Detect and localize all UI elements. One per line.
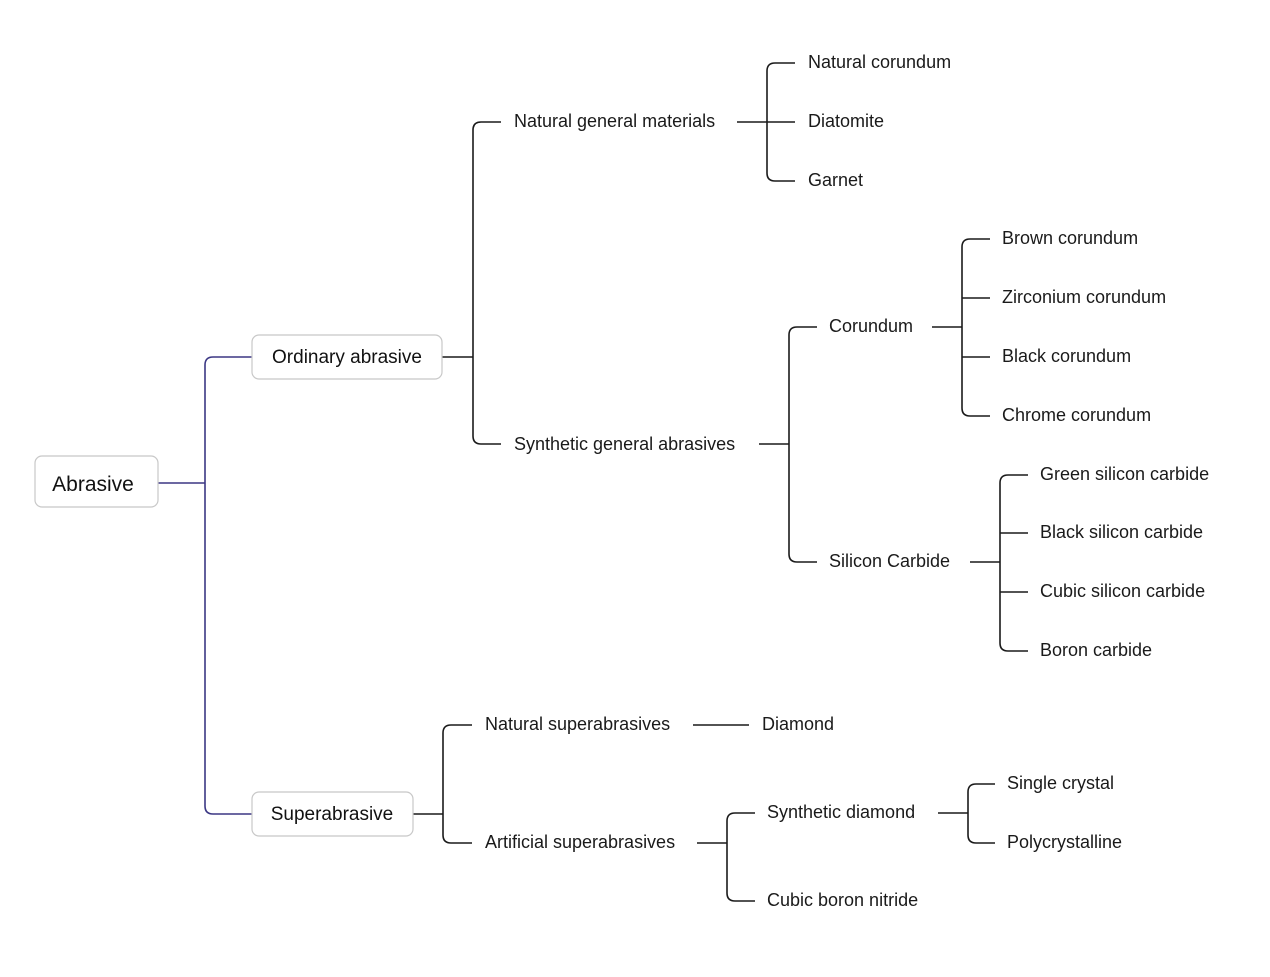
node-superabrasive[interactable]: Superabrasive xyxy=(251,791,414,837)
node-corundum[interactable]: Corundum xyxy=(829,316,913,336)
node-polycrystalline[interactable]: Polycrystalline xyxy=(1007,832,1122,852)
node-chrome-corundum[interactable]: Chrome corundum xyxy=(1002,405,1151,425)
connector-superabrasive-branch-1 xyxy=(442,834,472,844)
connector-synthetic-diamond-branch-0 xyxy=(967,783,995,793)
connector-root-branch-0 xyxy=(204,356,252,366)
node-black-silicon-carbide[interactable]: Black silicon carbide xyxy=(1040,522,1203,542)
node-synthetic-diamond[interactable]: Synthetic diamond xyxy=(767,802,915,822)
node-superabrasive-label: Superabrasive xyxy=(271,804,394,825)
connector-silicon-carbide-branch-0 xyxy=(999,474,1028,484)
node-natural-superabrasives[interactable]: Natural superabrasives xyxy=(485,714,670,734)
node-cubic-boron-nitride[interactable]: Cubic boron nitride xyxy=(767,890,918,910)
node-cubic-silicon-carbide[interactable]: Cubic silicon carbide xyxy=(1040,581,1205,601)
node-artificial-superabrasives[interactable]: Artificial superabrasives xyxy=(485,832,675,852)
connector-ordinary-abrasive-branch-1 xyxy=(472,435,501,445)
node-superabrasive-box xyxy=(251,791,414,837)
node-root-label: Abrasive xyxy=(52,473,134,496)
node-boron-carbide[interactable]: Boron carbide xyxy=(1040,640,1152,660)
connector-synthetic-diamond-branch-1 xyxy=(967,834,995,844)
node-diatomite[interactable]: Diatomite xyxy=(808,111,884,131)
node-silicon-carbide[interactable]: Silicon Carbide xyxy=(829,551,950,571)
node-synthetic-general-abrasives[interactable]: Synthetic general abrasives xyxy=(514,434,735,454)
node-root-box xyxy=(34,455,159,508)
node-single-crystal[interactable]: Single crystal xyxy=(1007,773,1114,793)
connector-ordinary-abrasive-branch-0 xyxy=(472,121,501,131)
connector-silicon-carbide-branch-3 xyxy=(999,642,1028,652)
node-natural-general-materials[interactable]: Natural general materials xyxy=(514,111,715,131)
connector-natural-general-materials-branch-0 xyxy=(766,62,795,72)
node-black-corundum[interactable]: Black corundum xyxy=(1002,346,1131,366)
connector-artificial-superabrasives-branch-0 xyxy=(726,812,755,822)
node-ordinary-abrasive-box xyxy=(251,334,443,380)
connector-root-branch-1 xyxy=(204,805,252,815)
node-natural-corundum[interactable]: Natural corundum xyxy=(808,52,951,72)
connector-corundum-branch-3 xyxy=(961,407,990,417)
node-ordinary-abrasive[interactable]: Ordinary abrasive xyxy=(251,334,443,380)
connector-synthetic-general-abrasives-branch-1 xyxy=(788,553,817,563)
connector-corundum-branch-0 xyxy=(961,238,990,248)
connector-artificial-superabrasives-branch-1 xyxy=(726,892,755,902)
node-zirconium-corundum[interactable]: Zirconium corundum xyxy=(1002,287,1166,307)
connector-synthetic-general-abrasives-branch-0 xyxy=(788,326,817,336)
node-ordinary-abrasive-label: Ordinary abrasive xyxy=(272,347,422,368)
node-root[interactable]: Abrasive xyxy=(34,455,159,508)
node-diamond[interactable]: Diamond xyxy=(762,714,834,734)
node-green-silicon-carbide[interactable]: Green silicon carbide xyxy=(1040,464,1209,484)
node-brown-corundum[interactable]: Brown corundum xyxy=(1002,228,1138,248)
node-garnet[interactable]: Garnet xyxy=(808,170,863,190)
connector-natural-general-materials-branch-2 xyxy=(766,172,795,182)
connector-superabrasive-branch-0 xyxy=(442,724,472,734)
connectors xyxy=(158,62,1028,902)
